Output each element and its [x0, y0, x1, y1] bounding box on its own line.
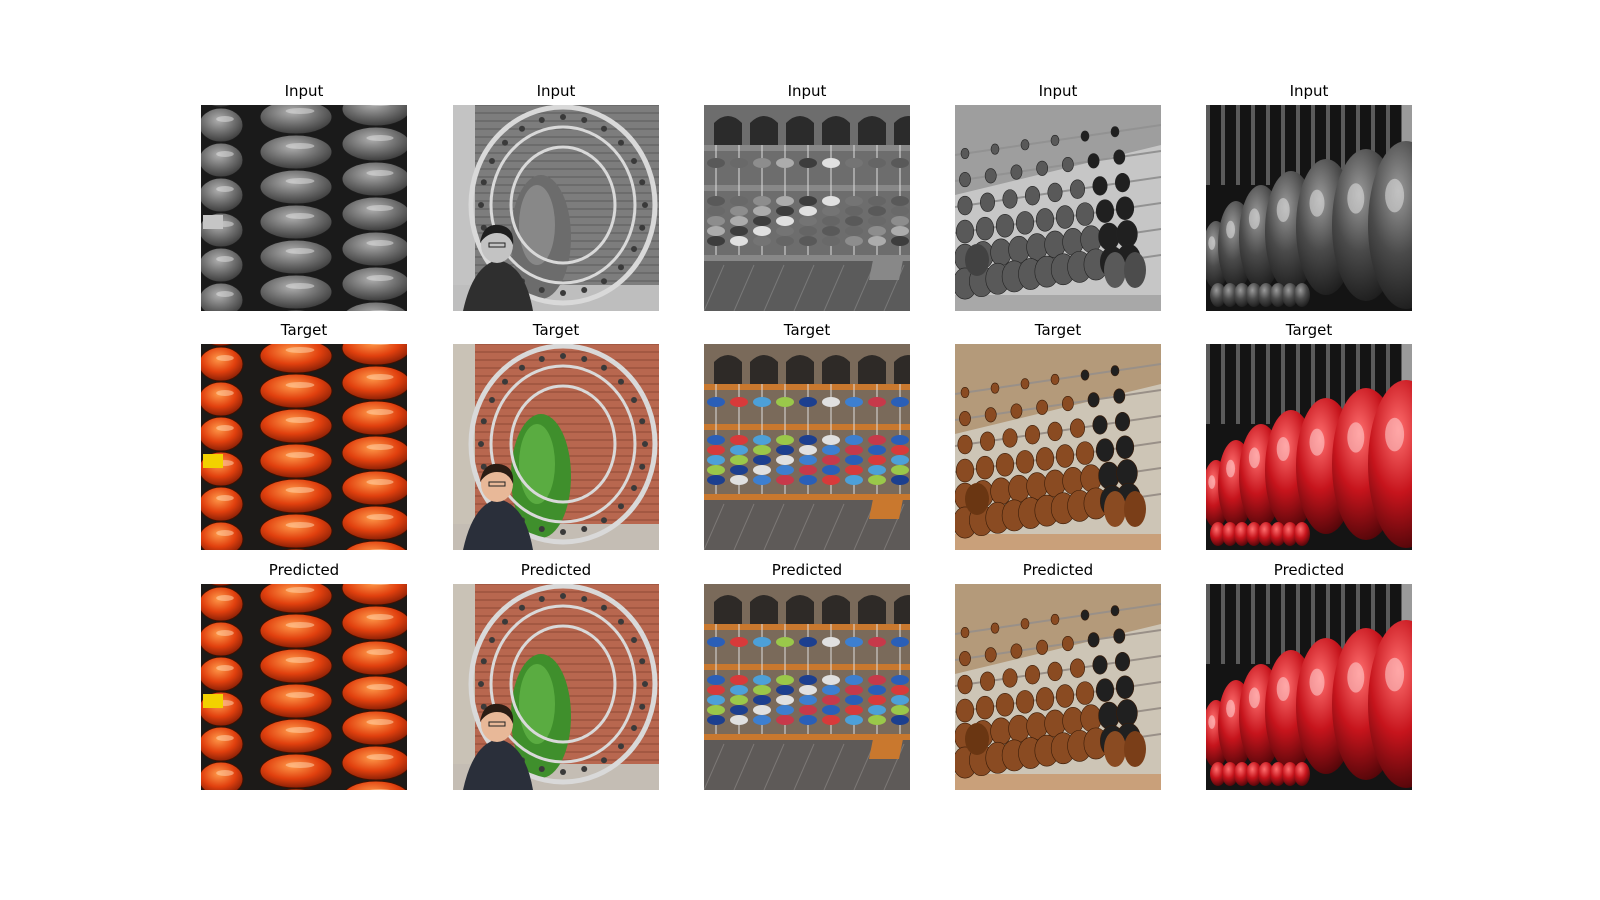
wooden-abacus-perspective-photo — [955, 105, 1161, 311]
ring-sculpture-with-woman-photo — [453, 105, 659, 311]
panel-image-bead-row-closeup — [1206, 344, 1412, 550]
panel-image-bead-row-closeup — [1206, 105, 1412, 311]
close-up-bead-columns-photo — [201, 584, 407, 790]
panel-title: Target — [783, 321, 831, 339]
giant-outdoor-abacus-photo — [704, 105, 910, 311]
bead-row-closeup-photo — [1206, 584, 1412, 790]
panel-title: Predicted — [1273, 561, 1345, 579]
panel-title: Target — [532, 321, 580, 339]
panel-image-giant-outdoor-abacus — [704, 105, 910, 311]
panel-title: Target — [1285, 321, 1333, 339]
giant-outdoor-abacus-photo — [704, 344, 910, 550]
ring-sculpture-with-woman-photo — [453, 344, 659, 550]
panel-image-bead-row-closeup — [1206, 584, 1412, 790]
bead-row-closeup-photo — [1206, 105, 1412, 311]
panel-title: Input — [1038, 82, 1078, 100]
panel-title: Predicted — [268, 561, 340, 579]
panel-image-giant-outdoor-abacus — [704, 344, 910, 550]
panel-title: Input — [284, 82, 324, 100]
panel-image-ring-sculpture-with-woman — [453, 105, 659, 311]
panel-image-wooden-abacus-perspective — [955, 344, 1161, 550]
panel-image-wooden-abacus-perspective — [955, 105, 1161, 311]
panel-title: Input — [787, 82, 827, 100]
panel-title: Target — [1034, 321, 1082, 339]
ring-sculpture-with-woman-photo — [453, 584, 659, 790]
bead-row-closeup-photo — [1206, 344, 1412, 550]
panel-image-ring-sculpture-with-woman — [453, 584, 659, 790]
panel-title: Predicted — [1022, 561, 1094, 579]
panel-image-wooden-abacus-perspective — [955, 584, 1161, 790]
wooden-abacus-perspective-photo — [955, 344, 1161, 550]
panel-title: Input — [536, 82, 576, 100]
panel-image-ring-sculpture-with-woman — [453, 344, 659, 550]
wooden-abacus-perspective-photo — [955, 584, 1161, 790]
panel-image-close-up-bead-columns — [201, 584, 407, 790]
close-up-bead-columns-photo — [201, 105, 407, 311]
panel-title: Predicted — [520, 561, 592, 579]
panel-title: Predicted — [771, 561, 843, 579]
panel-title: Target — [280, 321, 328, 339]
panel-image-close-up-bead-columns — [201, 105, 407, 311]
panel-image-giant-outdoor-abacus — [704, 584, 910, 790]
giant-outdoor-abacus-photo — [704, 584, 910, 790]
panel-title: Input — [1289, 82, 1329, 100]
panel-image-close-up-bead-columns — [201, 344, 407, 550]
close-up-bead-columns-photo — [201, 344, 407, 550]
